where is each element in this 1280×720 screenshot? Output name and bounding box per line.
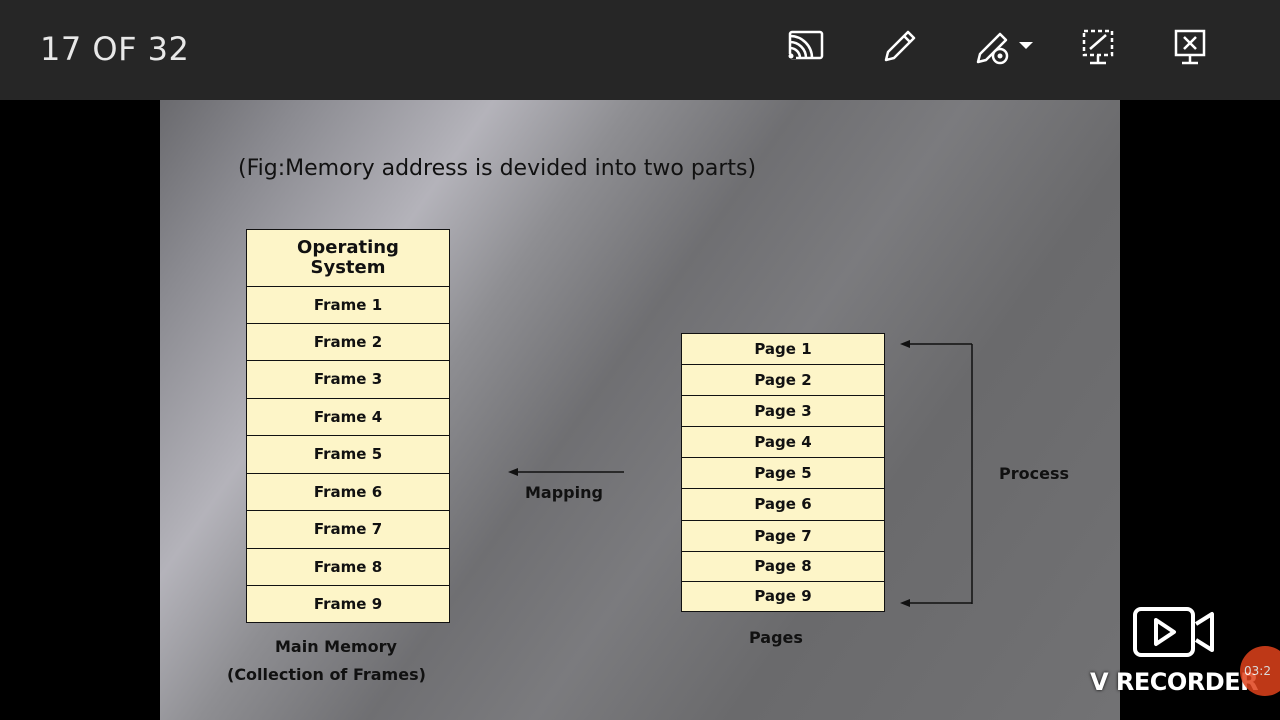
- frame-cell: Frame 4: [247, 399, 449, 436]
- main-memory-label: Main Memory: [275, 637, 397, 656]
- pen-settings-button[interactable]: [970, 24, 1038, 68]
- page-cell: Page 8: [682, 552, 884, 582]
- main-memory-sublabel: (Collection of Frames): [227, 665, 426, 684]
- process-label: Process: [999, 464, 1069, 483]
- recorder-camera-icon: [1133, 607, 1214, 657]
- frame-cell: Frame 8: [247, 549, 449, 586]
- frame-cell: Frame 9: [313, 594, 383, 613]
- recorder-logo[interactable]: [1132, 606, 1216, 663]
- page-cell: Page 2: [682, 365, 884, 396]
- operating-system-cell: Operating System: [247, 230, 449, 287]
- end-presentation-button[interactable]: [1168, 24, 1212, 68]
- frame-cell: Frame 1: [247, 287, 449, 324]
- frame-cell: Frame 2: [247, 324, 449, 361]
- slide-canvas: (Fig:Memory address is devided into two …: [160, 100, 1120, 720]
- pen-icon: [884, 30, 916, 62]
- pen-settings-icon: [976, 32, 1009, 65]
- screen-icon: [1082, 29, 1114, 65]
- page-cell: Page 5: [682, 458, 884, 489]
- page-cell: Page 6: [682, 489, 884, 521]
- page-cell: Page 1: [682, 334, 884, 365]
- screen-button[interactable]: [1076, 24, 1120, 68]
- page-cell: Page 4: [682, 427, 884, 458]
- presentation-toolbar: 17 OF 32: [0, 0, 1280, 100]
- chevron-down-icon: [1019, 42, 1033, 49]
- slide-counter: 17 OF 32: [40, 30, 190, 68]
- process-bracket-arrow: [900, 340, 973, 607]
- recorder-brand: V RECORDER: [1090, 668, 1259, 696]
- main-memory-table: Operating System Frame 1 Frame 2 Frame 3…: [246, 229, 450, 623]
- mapping-arrow: [508, 468, 624, 476]
- frame-cell: Frame 5: [247, 436, 449, 474]
- frame-cell: Frame 3: [247, 361, 449, 399]
- pages-table: Page 1 Page 2 Page 3 Page 4 Page 5 Page …: [681, 333, 885, 612]
- pages-label: Pages: [749, 628, 803, 647]
- frame-cell: Frame 7: [247, 511, 449, 549]
- mapping-label: Mapping: [525, 483, 603, 502]
- page-cell: Page 9: [754, 587, 812, 605]
- page-cell: Page 7: [682, 521, 884, 552]
- pen-button[interactable]: [876, 24, 920, 68]
- cast-button[interactable]: [784, 24, 828, 68]
- close-presentation-icon: [1174, 29, 1206, 65]
- frame-cell: Frame 6: [247, 474, 449, 511]
- page-cell: Page 3: [682, 396, 884, 427]
- record-timer-badge[interactable]: 03:2: [1240, 646, 1280, 696]
- cast-icon: [788, 30, 824, 60]
- slide-caption: (Fig:Memory address is devided into two …: [238, 156, 757, 181]
